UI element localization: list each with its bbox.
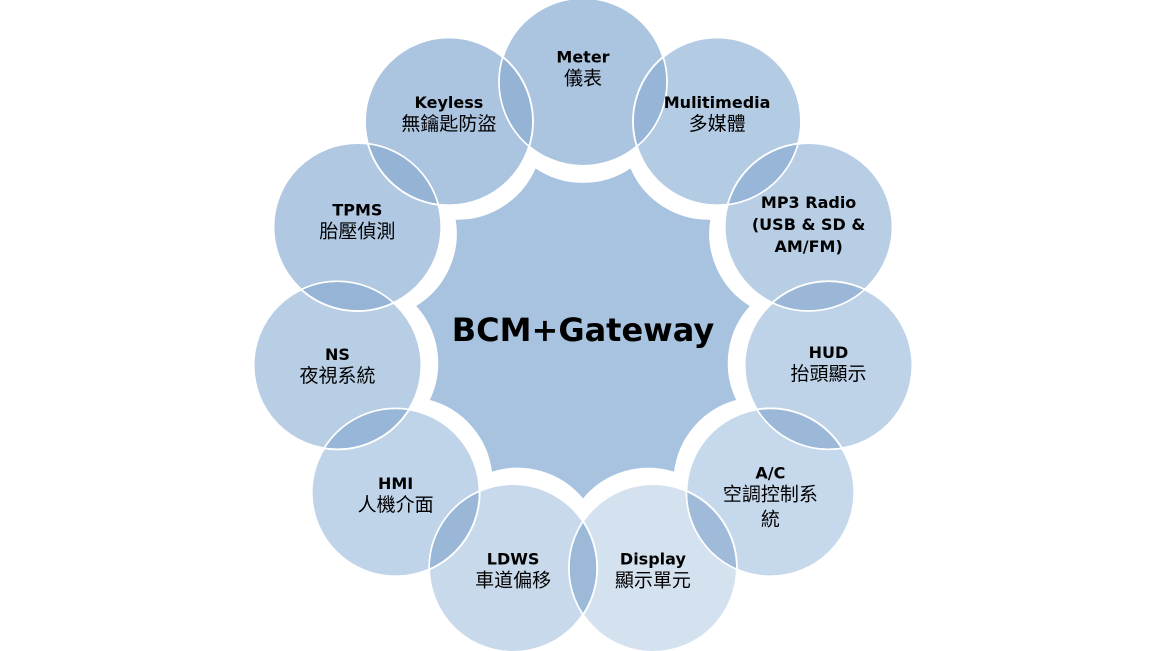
node-label-multimedia-line-1: 多媒體 [689, 113, 746, 135]
node-outline-ns [252, 280, 423, 451]
center-node-shape [413, 165, 753, 502]
node-outline-display [568, 483, 738, 651]
node-outline-hmi [310, 407, 481, 578]
node-outline-hud [743, 280, 914, 451]
node-outline-meter [498, 0, 668, 167]
node-label-ac-line-1: 空調控制系 [723, 483, 818, 505]
node-outline-keyless [364, 36, 534, 207]
node-label-mp3-radio: MP3 Radio (USB & SD & AM/FM) [752, 193, 865, 256]
node-label-hmi-line-1: 人機介面 [358, 494, 434, 516]
node-outline-multimedia [632, 36, 802, 207]
node-label-display-line-1: 顯示單元 [615, 570, 691, 592]
node-label-hud-line-1: 抬頭顯示 [790, 363, 866, 385]
center-node-label: BCM+Gateway [452, 311, 715, 349]
node-label-hud-line-0: HUD [809, 343, 849, 362]
overlap-regions [252, 0, 914, 651]
node-outline-mp3-radio [723, 142, 894, 312]
node-outline-tpms [272, 142, 443, 312]
node-label-mp3-radio-line-0: MP3 Radio [761, 193, 856, 212]
node-outline-ldws [428, 483, 598, 651]
node-label-ldws-line-0: LDWS [487, 550, 540, 569]
node-label-tpms-line-0: TPMS [332, 201, 382, 220]
node-label-hmi-line-0: HMI [378, 474, 413, 493]
node-outline-ac [685, 407, 856, 578]
node-label-keyless-line-0: Keyless [415, 93, 484, 112]
node-label-multimedia-line-0: Mulitimedia [664, 93, 771, 112]
node-label-mp3-radio-line-2: AM/FM) [774, 237, 842, 256]
node-label-ac-line-0: A/C [755, 463, 785, 482]
node-label-display-line-0: Display [620, 550, 687, 569]
node-label-ns-line-1: 夜視系統 [299, 365, 375, 387]
node-label-ldws-line-1: 車道偏移 [475, 570, 551, 592]
node-label-keyless-line-1: 無鑰匙防盜 [401, 113, 496, 135]
node-label-ac-line-2: 統 [761, 508, 780, 530]
node-label-mp3-radio-line-1: (USB & SD & [752, 215, 865, 234]
node-label-meter-line-1: 儀表 [564, 68, 602, 90]
node-label-tpms-line-1: 胎壓偵測 [319, 221, 395, 243]
node-label-ns-line-0: NS [325, 345, 350, 364]
node-label-meter-line-0: Meter [556, 48, 609, 67]
